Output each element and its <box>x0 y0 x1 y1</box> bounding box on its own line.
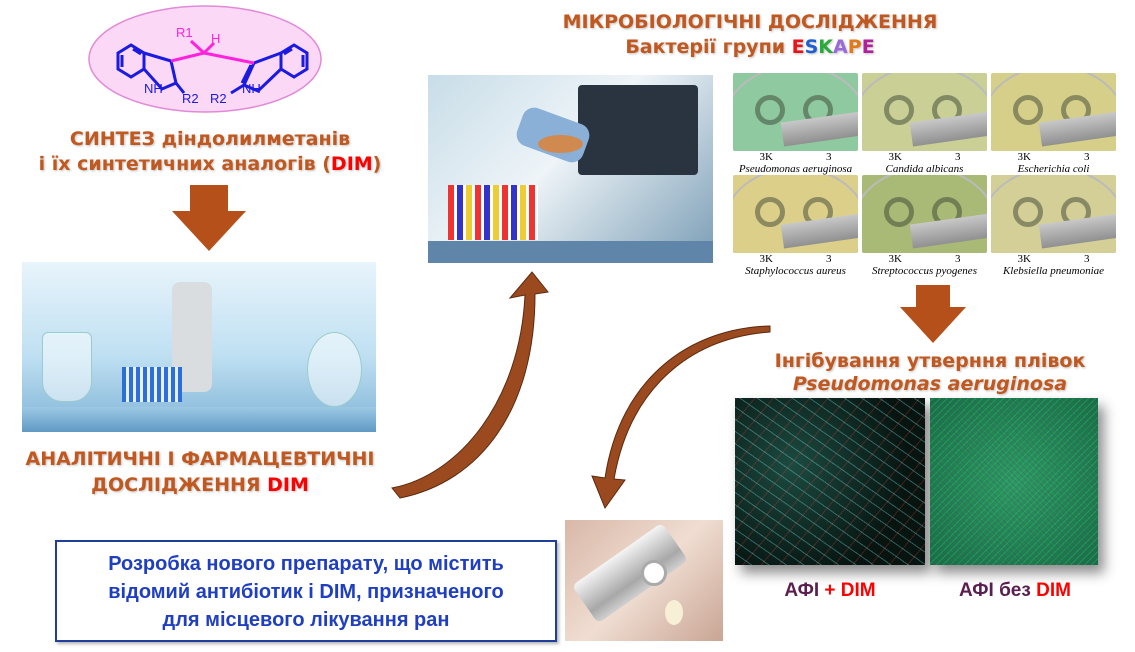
petri-left-label: 3K <box>1017 253 1031 265</box>
drug-box-line3: для місцевого лікування ран <box>162 609 450 631</box>
synthesis-title: СИНТЕЗ діндолилметанів і їх синтетичних … <box>0 127 420 177</box>
ointment-tube-photo <box>565 520 723 641</box>
petri-species-label: Pseudomonas aeruginosa <box>738 163 853 175</box>
down-arrow-icon <box>900 285 966 343</box>
petri-left-label: 3K <box>759 151 773 163</box>
h-label: H <box>211 31 221 46</box>
petri-left-label: 3K <box>1017 151 1031 163</box>
petri-dish-card: 3K 3 Pseudomonas aeruginosa <box>733 73 858 175</box>
petri-species-label: Klebsiella pneumoniae <box>1002 265 1105 277</box>
petri-species-label: Escherichia coli <box>1017 163 1090 175</box>
eskape-letter: S <box>804 36 819 58</box>
analytics-line2: ДОСЛІДЖЕННЯ DIM <box>0 472 400 498</box>
dim-highlight: DIM <box>267 474 309 496</box>
eskape-letter: K <box>818 36 834 58</box>
petri-dish-card: 3K 3 Staphylococcus aureus <box>733 175 858 277</box>
eskape-acronym: ESKAPE <box>792 36 875 58</box>
synthesis-line2-text: і їх синтетичних аналогів ( <box>38 153 331 175</box>
label-without-dim-text: АФІ без <box>959 580 1037 601</box>
petri-right-label: 3 <box>1083 151 1090 163</box>
synthesis-line2-end: ) <box>372 153 382 175</box>
petri-left-label: 3K <box>759 253 773 265</box>
label-without-dim: АФІ без DIM <box>920 580 1110 602</box>
petri-species-label: Streptococcus pyogenes <box>872 265 977 277</box>
petri-dish-photo <box>862 175 987 253</box>
eskape-letter: P <box>847 36 862 58</box>
eskape-letter: E <box>861 36 875 58</box>
petri-left-label: 3K <box>888 151 902 163</box>
analytics-line1: АНАЛІТИЧНІ І ФАРМАЦЕВТИЧНІ <box>25 448 375 470</box>
eskape-letter: E <box>791 36 805 58</box>
petri-dish-grid: 3K 3 Pseudomonas aeruginosa 3K 3 Candida a… <box>733 73 1116 277</box>
microscopy-without-dim-image <box>930 398 1098 565</box>
petri-dish-photo <box>991 175 1116 253</box>
nh-left-label: NH <box>144 81 163 96</box>
curved-arrow-icon <box>391 271 549 499</box>
petri-right-label: 3 <box>825 253 832 265</box>
drug-box-line1: Розробка нового препарату, що містить <box>108 553 504 575</box>
petri-dish-photo <box>862 73 987 151</box>
petri-dish-photo <box>733 175 858 253</box>
petri-right-label: 3 <box>825 151 832 163</box>
r2-right-label: R2 <box>210 91 227 106</box>
petri-right-label: 3 <box>954 253 961 265</box>
analytics-line2-text: ДОСЛІДЖЕННЯ <box>91 474 268 496</box>
petri-dish-card: 3K 3 Streptococcus pyogenes <box>862 175 987 277</box>
down-arrow-icon <box>172 185 246 251</box>
label-with-dim-text: АФІ <box>784 580 825 601</box>
analytics-title: АНАЛІТИЧНІ І ФАРМАЦЕВТИЧНІ ДОСЛІДЖЕННЯ D… <box>0 446 400 498</box>
nh-right-label: NH <box>242 81 261 96</box>
micro-title: МІКРОБІОЛОГІЧНІ ДОСЛІДЖЕННЯ Бактерії гру… <box>540 10 960 60</box>
label-with-dim: АФІ + DIM <box>735 580 925 602</box>
petri-right-label: 3 <box>1083 253 1090 265</box>
microscopy-with-dim-image <box>735 398 925 565</box>
biofilm-organism: Pseudomonas aeruginosa <box>792 373 1068 395</box>
synthesis-line1: СИНТЕЗ діндолилметанів <box>69 128 351 150</box>
micro-subtitle-text: Бактерії групи <box>625 36 792 58</box>
petri-species-label: Staphylococcus aureus <box>745 265 846 277</box>
drug-development-box: Розробка нового препарату, що містить ві… <box>55 540 557 642</box>
drug-box-line2: відомий антибіотик і DIM, призначеного <box>108 581 504 603</box>
micro-title-line: МІКРОБІОЛОГІЧНІ ДОСЛІДЖЕННЯ <box>562 11 938 33</box>
micro-subtitle: Бактерії групи ESKAPE <box>540 35 960 60</box>
lab-research-photo <box>428 75 713 263</box>
eskape-letter: A <box>833 36 848 58</box>
r2-left-label: R2 <box>182 91 199 106</box>
petri-right-label: 3 <box>954 151 961 163</box>
biofilm-title: Інгібування утверння плівок Pseudomonas … <box>735 350 1125 396</box>
lab-glassware-photo <box>22 262 376 432</box>
petri-species-label: Candida albicans <box>885 163 964 175</box>
dim-structure: R1 H NH R2 R2 NH <box>86 3 324 115</box>
petri-dish-card: 3K 3 Klebsiella pneumoniae <box>991 175 1116 277</box>
curved-arrow-icon <box>591 325 771 510</box>
petri-dish-card: 3K 3 Candida albicans <box>862 73 987 175</box>
synthesis-line2: і їх синтетичних аналогів (DIM) <box>0 152 420 177</box>
r1-label: R1 <box>176 25 193 40</box>
dim-highlight: DIM <box>330 153 373 175</box>
label-dim: DIM <box>1036 580 1071 601</box>
petri-left-label: 3K <box>888 253 902 265</box>
biofilm-title-line: Інгібування утверння плівок <box>774 350 1086 372</box>
petri-dish-photo <box>991 73 1116 151</box>
petri-dish-photo <box>733 73 858 151</box>
label-plus-dim: + DIM <box>824 580 876 601</box>
petri-dish-card: 3K 3 Escherichia coli <box>991 73 1116 175</box>
